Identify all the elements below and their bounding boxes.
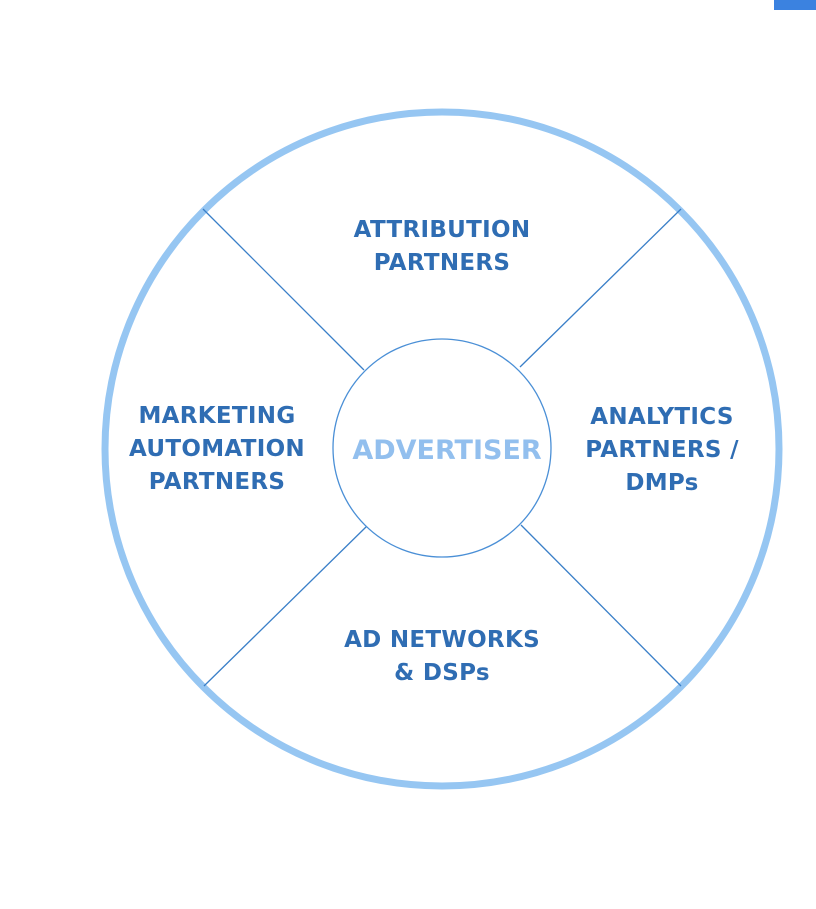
segment-right-line1: ANALYTICS xyxy=(590,404,733,430)
segment-bottom: AD NETWORKS & DSPs xyxy=(344,627,540,686)
segment-top-line1: ATTRIBUTION xyxy=(354,217,531,243)
divider-bottom-right xyxy=(520,524,682,687)
segment-left-line1: MARKETING xyxy=(138,403,295,429)
divider-top-right xyxy=(519,208,682,368)
segment-bottom-line2: & DSPs xyxy=(394,660,490,686)
segment-top: ATTRIBUTION PARTNERS xyxy=(354,217,531,276)
outer-ring xyxy=(101,108,783,790)
segment-right-line2: PARTNERS / xyxy=(585,437,739,463)
segment-left: MARKETING AUTOMATION PARTNERS xyxy=(129,403,305,495)
segment-bottom-line1: AD NETWORKS xyxy=(344,627,540,653)
center-label: ADVERTISER xyxy=(352,435,542,466)
divider-bottom-left xyxy=(203,525,368,687)
divider-top-left xyxy=(202,208,365,371)
segment-right-line3: DMPs xyxy=(625,470,698,496)
segment-top-line2: PARTNERS xyxy=(374,250,511,276)
corner-tab xyxy=(774,0,816,10)
segment-left-line2: AUTOMATION xyxy=(129,436,305,462)
segment-left-line3: PARTNERS xyxy=(149,469,286,495)
inner-circle xyxy=(332,338,552,558)
segment-right: ANALYTICS PARTNERS / DMPs xyxy=(585,404,739,496)
